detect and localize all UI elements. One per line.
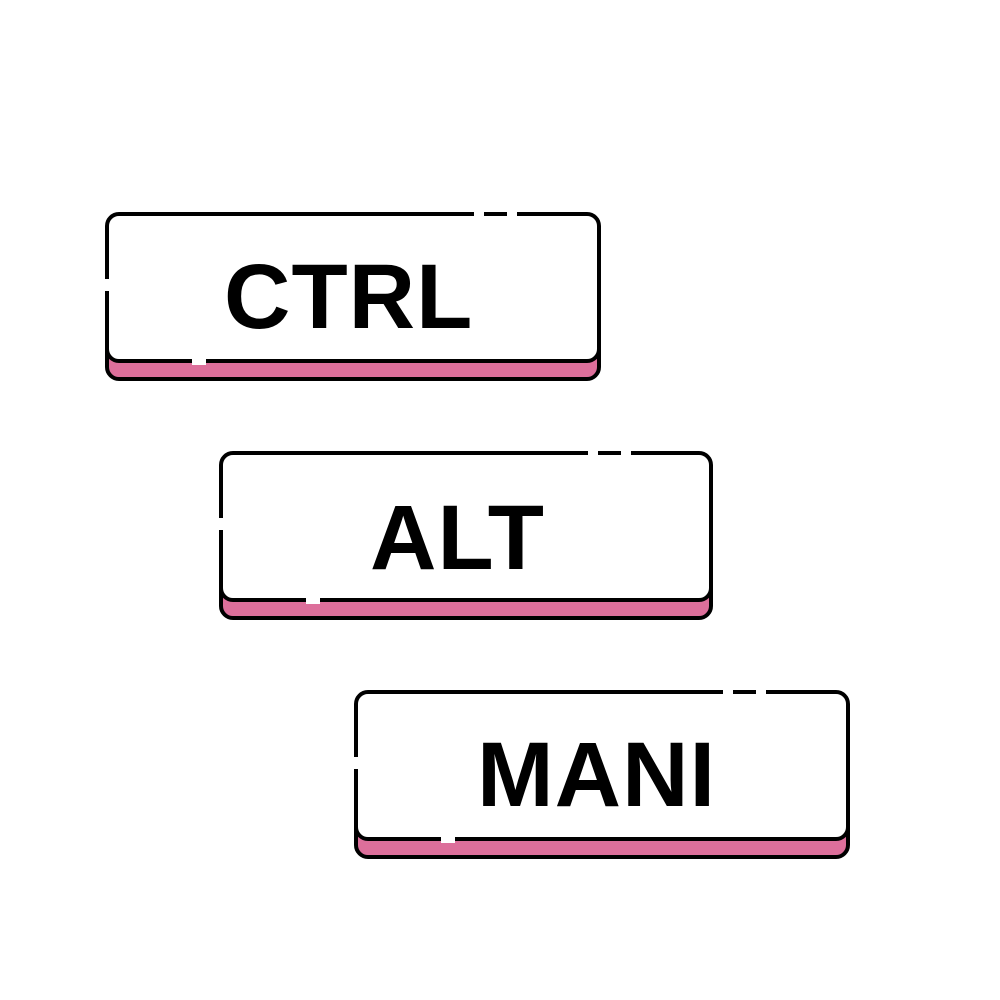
ctrl-key[interactable]: CTRL [101,208,602,382]
key-shape [215,447,713,620]
key-shape [101,208,601,381]
mani-key[interactable]: MANI [350,686,851,860]
key-shape [350,686,850,859]
key-label: ALT [370,487,546,589]
key-label: MANI [477,724,717,826]
key-label: CTRL [224,246,474,348]
alt-key[interactable]: ALT [215,447,714,621]
